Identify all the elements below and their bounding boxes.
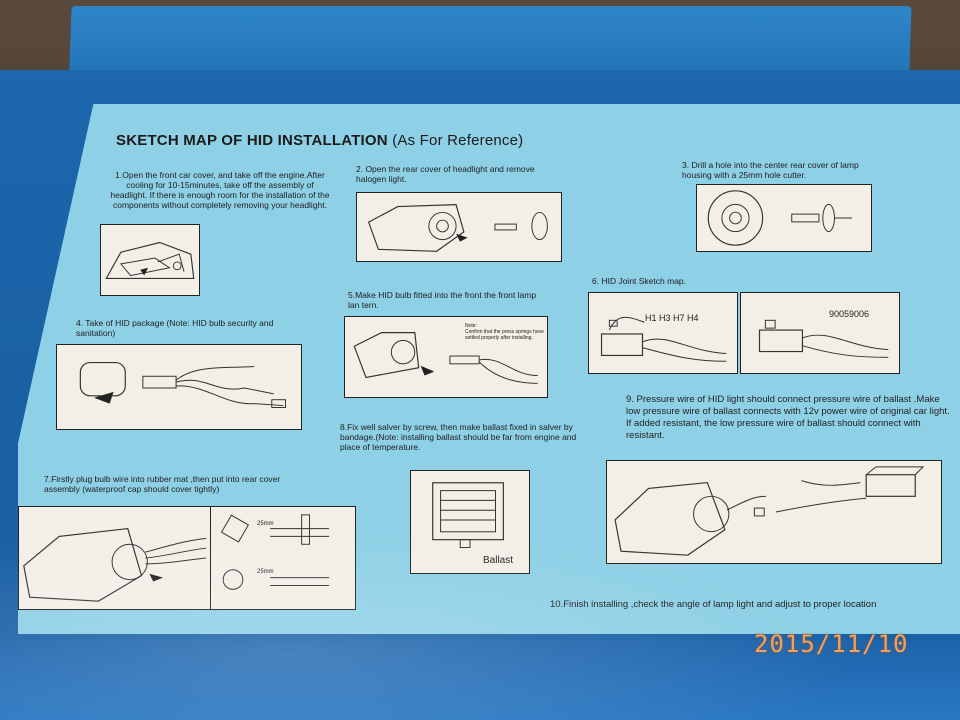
step-4-illustration <box>56 344 302 430</box>
step-7-dimension-a: 25mm <box>257 521 274 527</box>
step-6-text: 6. HID Joint Sketch map. <box>592 276 687 286</box>
step-5-note: Note: Confirm that the press springs hav… <box>465 323 545 341</box>
step-9-illustration <box>606 460 942 564</box>
step-8-ballast-label: Ballast <box>483 555 514 566</box>
step-5-note-body: Confirm that the press springs have sett… <box>465 329 544 341</box>
step-6-models-a: H1 H3 H7 H4 <box>645 313 699 323</box>
step-2-text: 2. Open the rear cover of headlight and … <box>356 164 535 184</box>
step-5-illustration: Note: Confirm that the press springs hav… <box>344 316 548 398</box>
step-10-text: 10.Finish installing ,check the angle of… <box>550 599 877 610</box>
step-1-text: 1.Open the front car cover, and take off… <box>110 170 330 210</box>
title-main: SKETCH MAP OF HID INSTALLATION <box>116 132 388 149</box>
step-6-illustration-b: 90059006 <box>740 292 900 374</box>
step-5-text: 5.Make HID bulb fitted into the front th… <box>348 290 537 310</box>
step-4-text: 4. Take of HID package (Note: HID bulb s… <box>76 318 274 338</box>
date-stamp: 2015/11/10 <box>754 630 909 658</box>
step-7-dimension-b: 25mm <box>257 569 274 575</box>
step-6-illustration-a: H1 H3 H7 H4 <box>588 292 738 374</box>
step-2-illustration <box>356 192 562 262</box>
box-front-edge <box>0 640 960 720</box>
step-3-illustration <box>696 184 872 252</box>
title-suffix: (As For Reference) <box>392 132 524 149</box>
instruction-sheet: SKETCH MAP OF HID INSTALLATION (As For R… <box>18 104 960 634</box>
step-3-text: 3. Drill a hole into the center rear cov… <box>682 160 859 180</box>
step-5-note-title: Note: <box>465 323 477 329</box>
step-7-illustration-a <box>18 506 214 610</box>
step-8-illustration: Ballast <box>410 470 530 574</box>
step-6-models-b: 90059006 <box>829 309 870 319</box>
sheet-title: SKETCH MAP OF HID INSTALLATION (As For R… <box>116 132 523 149</box>
step-1-illustration <box>100 224 200 296</box>
step-7-text: 7.Firstly plug bulb wire into rubber mat… <box>44 474 281 494</box>
step-7-illustration-b: 25mm 25mm <box>210 506 356 610</box>
step-9-text: 9. Pressure wire of HID light should con… <box>626 394 950 441</box>
step-8-text: 8.Fix well salver by screw, then make ba… <box>340 422 577 452</box>
